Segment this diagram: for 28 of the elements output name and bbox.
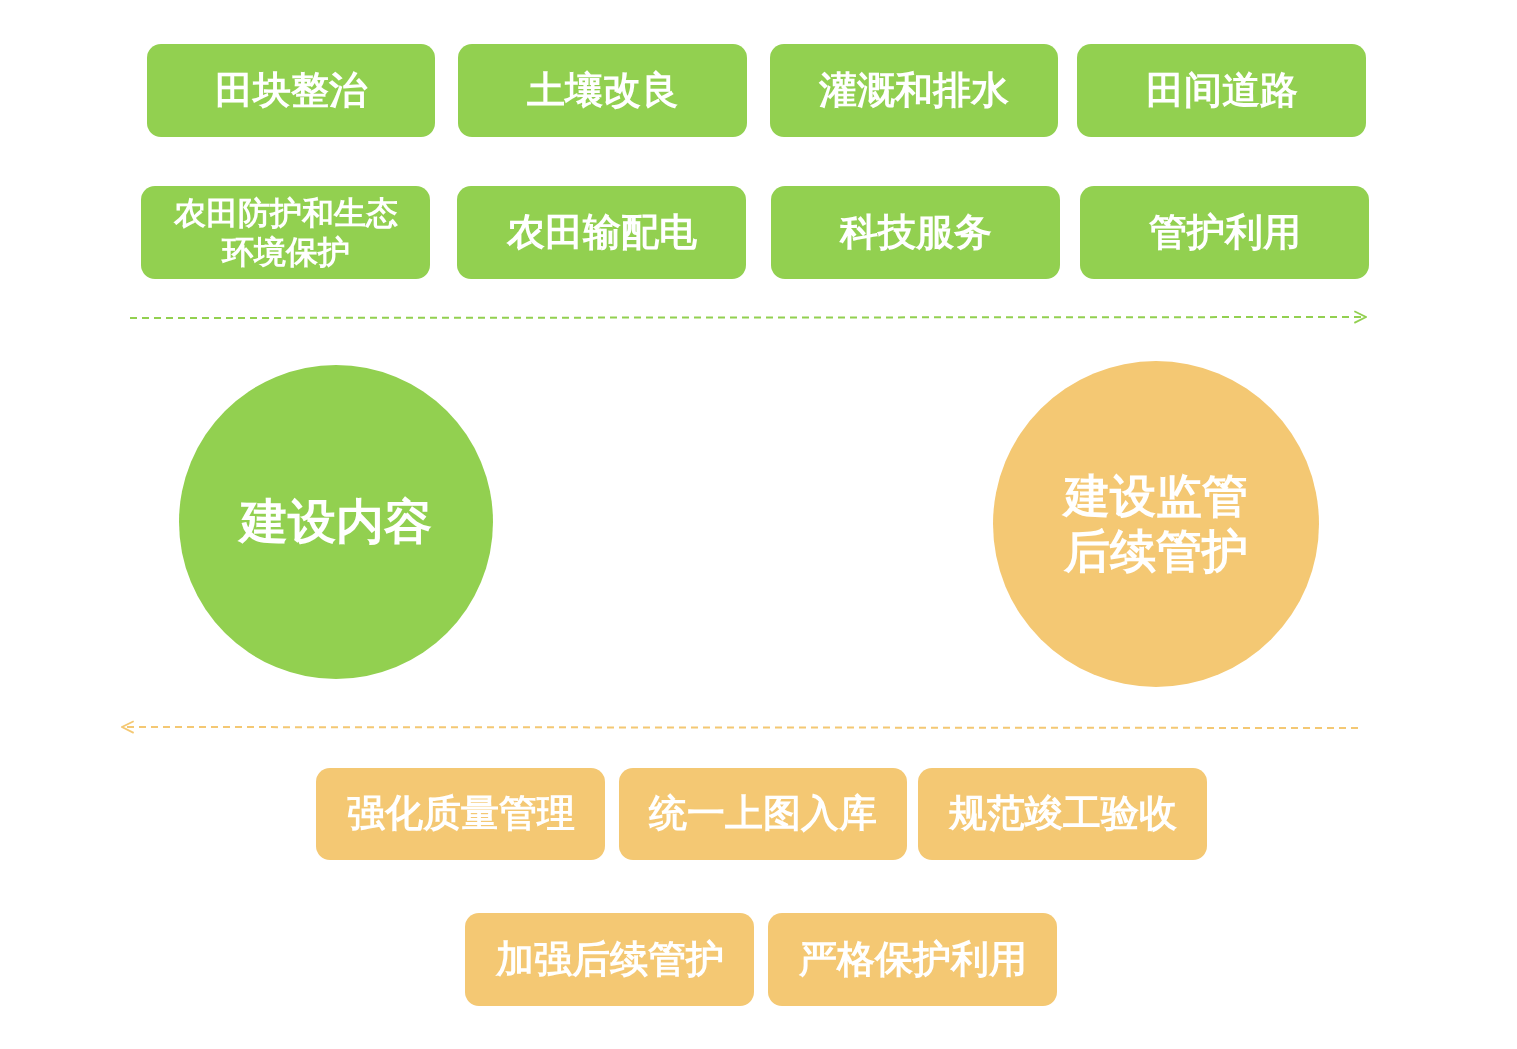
rounded-box <box>316 768 605 860</box>
node-label: 加强后续管护 <box>495 936 724 983</box>
node-label: 田间道路 <box>1145 67 1298 114</box>
rounded-box <box>1077 44 1366 137</box>
rounded-box <box>770 44 1058 137</box>
node-label: 建设监管后续管护 <box>1061 468 1249 580</box>
node-label: 灌溉和排水 <box>819 67 1009 114</box>
node-label: 建设内容 <box>240 493 432 551</box>
rounded-box <box>918 768 1207 860</box>
rounded-box <box>619 768 907 860</box>
node-label: 田块整治 <box>215 67 367 114</box>
rounded-box <box>458 44 747 137</box>
rounded-box <box>457 186 746 279</box>
rounded-box <box>141 186 430 279</box>
node-label: 农田输配电 <box>506 209 697 256</box>
rounded-box <box>465 913 754 1006</box>
rounded-box <box>147 44 435 137</box>
node-label: 管护利用 <box>1148 209 1301 256</box>
node-label: 严格保护利用 <box>798 936 1027 983</box>
node-label: 科技服务 <box>839 209 992 256</box>
node-label: 农田防护和生态环境保护 <box>172 194 399 271</box>
node-label: 统一上图入库 <box>649 791 877 837</box>
node-label: 土壤改良 <box>526 67 679 114</box>
rounded-box <box>768 913 1057 1006</box>
rounded-box <box>771 186 1060 279</box>
node-label: 规范竣工验收 <box>948 791 1177 837</box>
rounded-box <box>1080 186 1369 279</box>
node-label: 强化质量管理 <box>346 791 575 837</box>
